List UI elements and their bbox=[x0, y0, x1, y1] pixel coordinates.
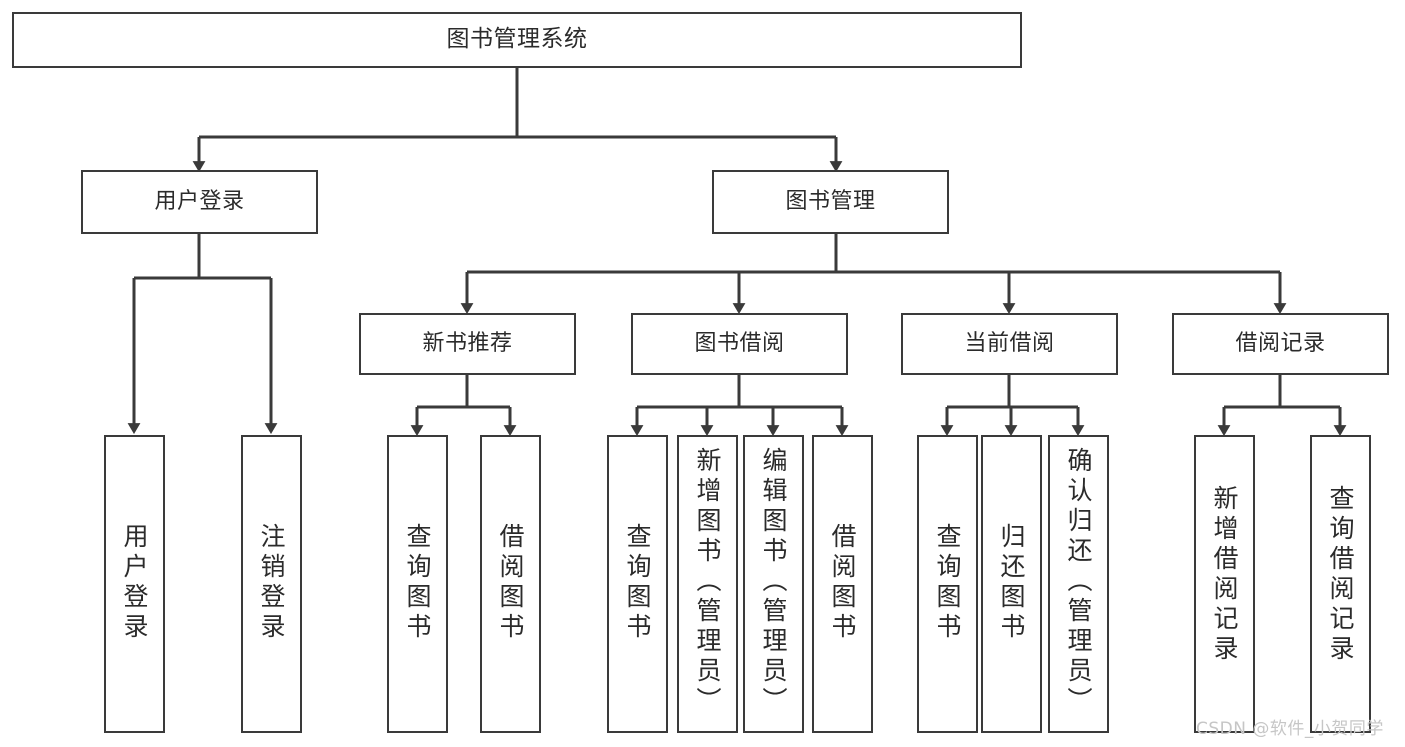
node-user-login[interactable]: 用户登录 bbox=[81, 170, 318, 234]
node-label: 查询图书 bbox=[623, 523, 652, 643]
node-current-borrow[interactable]: 当前借阅 bbox=[901, 313, 1118, 375]
leaf-user-logout[interactable]: 注销登录 bbox=[241, 435, 302, 733]
node-label: 图书管理系统 bbox=[446, 26, 588, 53]
leaf-user-login[interactable]: 用户登录 bbox=[104, 435, 165, 733]
node-new-book-recommend[interactable]: 新书推荐 bbox=[359, 313, 576, 375]
node-label: 编辑图书（管理员） bbox=[759, 447, 788, 717]
node-label: 图书借阅 bbox=[694, 331, 785, 357]
node-label: 借阅记录 bbox=[1235, 331, 1326, 357]
node-label: 新增图书（管理员） bbox=[693, 447, 722, 717]
csdn-watermark: CSDN @软件_小贺同学 bbox=[1196, 719, 1384, 739]
node-label: 查询图书 bbox=[933, 523, 962, 643]
leaf-borrow-book-recommend[interactable]: 借阅图书 bbox=[480, 435, 541, 733]
node-borrow-record[interactable]: 借阅记录 bbox=[1172, 313, 1389, 375]
node-label: 借阅图书 bbox=[496, 523, 525, 643]
node-label: 用户登录 bbox=[120, 523, 149, 643]
node-label: 当前借阅 bbox=[964, 331, 1055, 357]
node-root-book-management-system[interactable]: 图书管理系统 bbox=[12, 12, 1022, 68]
leaf-query-borrow-record[interactable]: 查询借阅记录 bbox=[1310, 435, 1371, 733]
node-label: 查询图书 bbox=[403, 523, 432, 643]
node-label: 注销登录 bbox=[257, 523, 286, 643]
leaf-edit-book-admin[interactable]: 编辑图书（管理员） bbox=[743, 435, 804, 733]
leaf-query-book-recommend[interactable]: 查询图书 bbox=[387, 435, 448, 733]
leaf-add-book-admin[interactable]: 新增图书（管理员） bbox=[677, 435, 738, 733]
node-label: 借阅图书 bbox=[828, 523, 857, 643]
node-label: 归还图书 bbox=[997, 523, 1026, 643]
leaf-query-book-current[interactable]: 查询图书 bbox=[917, 435, 978, 733]
leaf-return-book[interactable]: 归还图书 bbox=[981, 435, 1042, 733]
node-book-borrow[interactable]: 图书借阅 bbox=[631, 313, 848, 375]
leaf-query-book-borrow[interactable]: 查询图书 bbox=[607, 435, 668, 733]
node-label: 新书推荐 bbox=[422, 331, 513, 357]
node-label: 用户登录 bbox=[154, 189, 245, 215]
leaf-confirm-return-admin[interactable]: 确认归还（管理员） bbox=[1048, 435, 1109, 733]
node-label: 查询借阅记录 bbox=[1326, 485, 1355, 665]
node-label: 图书管理 bbox=[785, 189, 876, 215]
node-label: 新增借阅记录 bbox=[1210, 485, 1239, 665]
leaf-add-borrow-record[interactable]: 新增借阅记录 bbox=[1194, 435, 1255, 733]
leaf-borrow-book[interactable]: 借阅图书 bbox=[812, 435, 873, 733]
node-book-management[interactable]: 图书管理 bbox=[712, 170, 949, 234]
node-label: 确认归还（管理员） bbox=[1064, 447, 1093, 717]
